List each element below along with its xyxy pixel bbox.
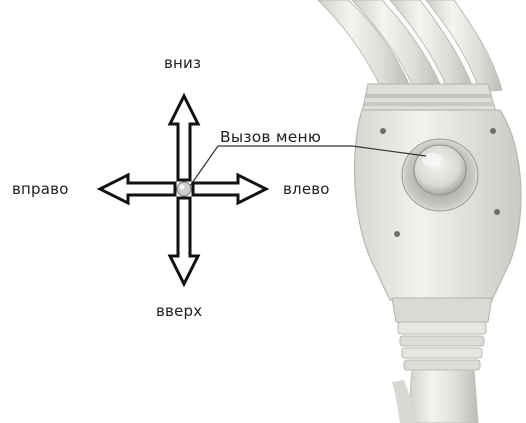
arrow-down-icon (170, 198, 198, 284)
upper-collar-ridge-2 (364, 102, 494, 106)
screw-dot-3 (394, 231, 400, 237)
upper-collar-ridge (366, 94, 492, 98)
label-up: вверх (156, 302, 202, 320)
joystick-center-icon (177, 182, 191, 196)
arrow-up-icon (170, 96, 198, 180)
cable-bottom (408, 370, 478, 423)
menu-leader-line-to-center (190, 146, 218, 186)
strain-relief (398, 322, 486, 370)
lower-neck (392, 298, 492, 322)
screw-dot-1 (380, 128, 386, 134)
label-down: вниз (164, 54, 201, 72)
screw-dot-4 (494, 209, 500, 215)
arrow-right-icon (193, 175, 266, 203)
screw-dot-2 (490, 128, 496, 134)
label-right: вправо (12, 180, 69, 198)
connector-device-illustration (318, 0, 521, 423)
joystick-center-dot (180, 185, 185, 190)
knob-highlight (422, 153, 442, 167)
joystick-knob (414, 145, 466, 195)
label-menu-call: Вызов меню (220, 128, 321, 146)
label-left: влево (283, 180, 330, 198)
arrow-left-icon (100, 175, 175, 203)
